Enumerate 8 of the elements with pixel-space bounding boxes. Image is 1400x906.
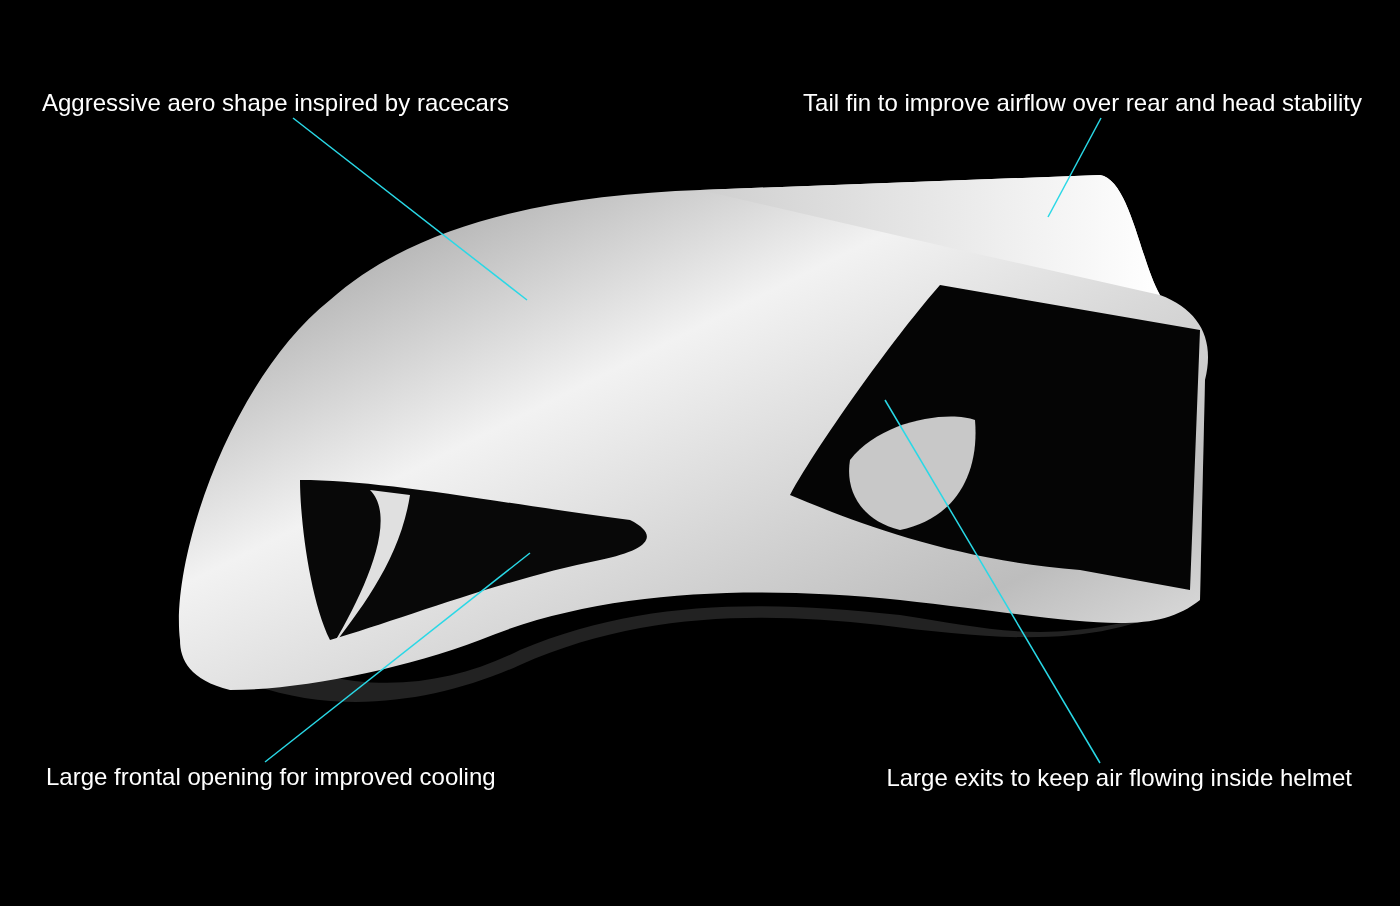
leader-line [884,399,1101,764]
callout-text: Large frontal opening for improved cooling [46,762,496,792]
leader-line [1047,117,1102,218]
leader-line [264,552,531,763]
callout-text: Aggressive aero shape inspired by racecars [42,88,509,118]
callout-text: Tail fin to improve airflow over rear and head stability [803,88,1362,118]
leader-line [292,117,528,301]
callout-text: Large exits to keep air flowing inside helmet [886,763,1352,793]
